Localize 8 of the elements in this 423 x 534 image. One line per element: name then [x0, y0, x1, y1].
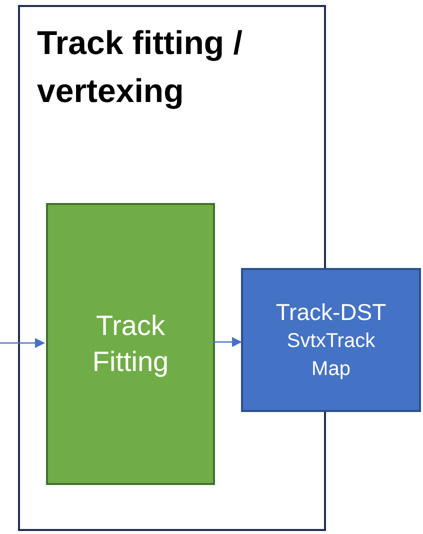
node-sublabel: SvtxTrack Map: [286, 329, 376, 382]
group-title: Track fitting / vertexing: [37, 23, 244, 111]
node-label: Track Fitting: [91, 309, 170, 379]
process-box: [46, 203, 215, 485]
node-label: Track-DST: [276, 298, 386, 327]
arrow: [0, 338, 45, 348]
process-box: [241, 268, 421, 412]
arrow: [213, 337, 242, 347]
